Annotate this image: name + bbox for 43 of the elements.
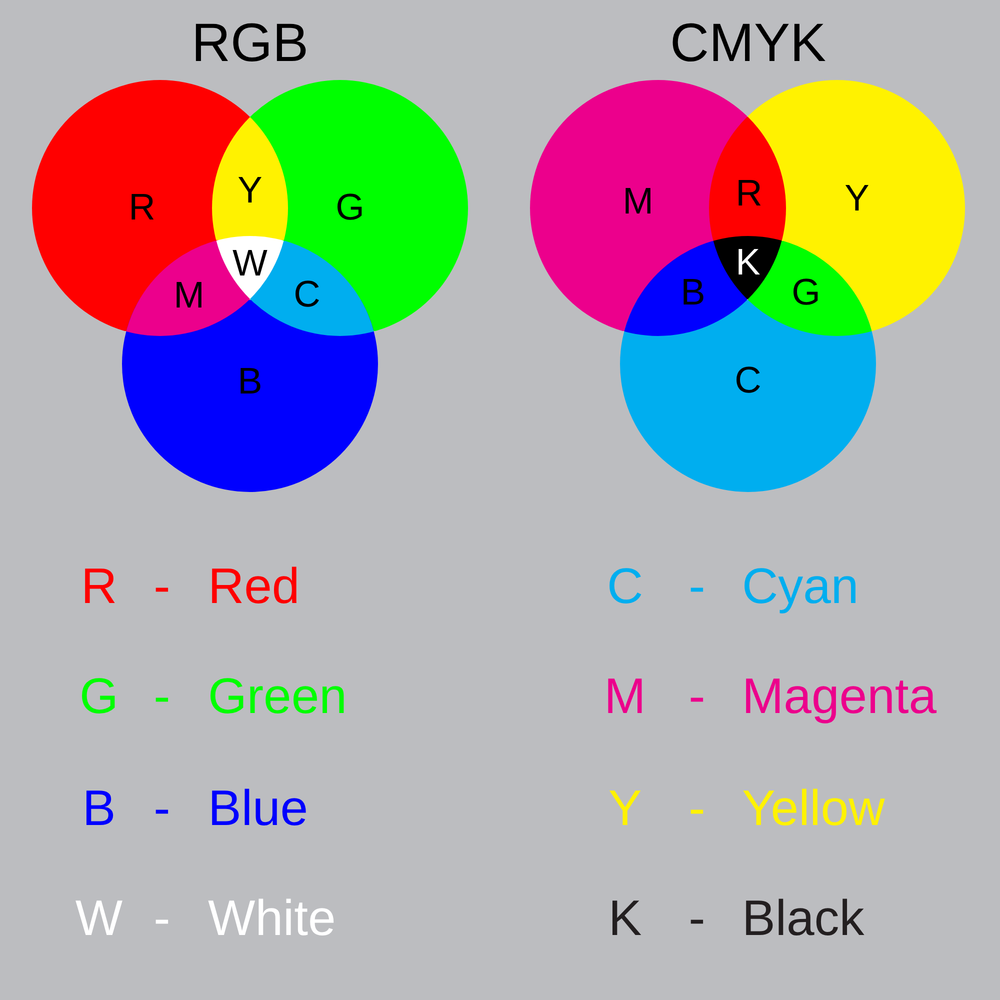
key-dash: - — [688, 783, 706, 833]
key-letter: B — [82, 783, 116, 833]
region-letter: R — [128, 188, 156, 226]
key-color-name: Magenta — [742, 671, 937, 721]
key-letter: G — [80, 671, 118, 721]
region-letter: K — [736, 244, 760, 280]
key-color-name: Yellow — [742, 783, 885, 833]
key-color-name: Cyan — [742, 561, 859, 611]
key-color-name: Red — [208, 561, 300, 611]
key-color-name: Green — [208, 671, 347, 721]
key-letter: M — [604, 671, 646, 721]
region-letter: M — [622, 182, 654, 220]
key-dash: - — [688, 893, 706, 943]
key-letter: W — [75, 893, 123, 943]
region-letter: G — [792, 274, 820, 310]
region-letter: M — [174, 276, 204, 314]
key-dash: - — [154, 671, 170, 721]
key-color-name: Black — [742, 893, 864, 943]
venn-center — [713, 236, 782, 300]
diagram-heading: RGB — [191, 16, 309, 70]
region-letter: Y — [844, 180, 870, 216]
region-letter: G — [336, 188, 364, 226]
key-dash: - — [688, 561, 706, 611]
key-dash: - — [154, 561, 170, 611]
key-dash: - — [154, 893, 170, 943]
key-color-name: Blue — [208, 783, 308, 833]
region-letter: C — [734, 362, 762, 398]
venn-center — [216, 236, 284, 299]
key-letter: C — [606, 561, 644, 611]
key-letter: Y — [608, 783, 642, 833]
region-letter: Y — [238, 172, 262, 208]
key-color-name: White — [208, 893, 336, 943]
region-letter: B — [238, 362, 262, 400]
region-letter: C — [294, 276, 320, 312]
key-dash: - — [688, 671, 706, 721]
key-letter: K — [608, 893, 642, 943]
region-letter: B — [680, 274, 706, 310]
region-letter: R — [736, 174, 762, 212]
diagram-heading: CMYK — [670, 16, 826, 70]
key-dash: - — [154, 783, 170, 833]
venn-overlap — [212, 117, 288, 240]
key-letter: R — [80, 561, 118, 611]
region-letter: W — [232, 244, 268, 282]
